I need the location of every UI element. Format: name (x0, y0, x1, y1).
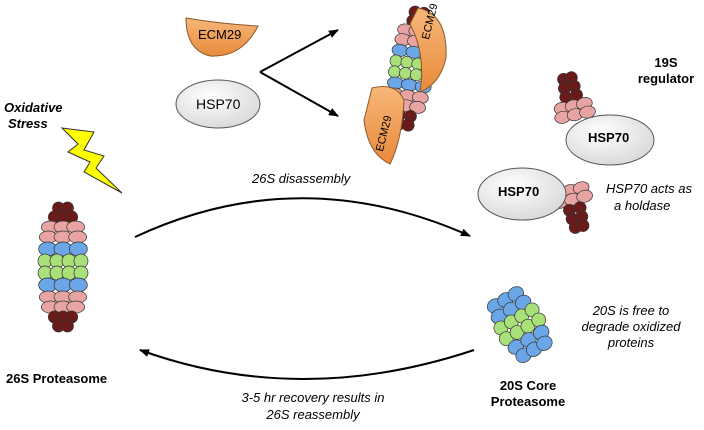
proteasome-26s-label: 26S Proteasome (6, 371, 108, 386)
free-label-line2: degrade oxidized (581, 319, 681, 334)
pink-ring-subunit (68, 230, 88, 244)
disassembly-arrow (134, 197, 471, 238)
blue-ring-subunit (68, 277, 88, 293)
holdase-label-line1: HSP70 acts as (606, 181, 692, 196)
hsp70-regulator-lower-label: HSP70 (498, 184, 540, 199)
regulator-label-line2: regulator (637, 71, 695, 86)
hsp70-regulator-upper-label: HSP70 (588, 130, 630, 145)
hsp70-regulator-lower-shape (477, 167, 567, 221)
dark-cap-subunit (576, 219, 590, 232)
oxidative-label-line2: Stress (8, 116, 48, 131)
disassembly-label: 26S disassembly (252, 171, 351, 186)
oxidative-label-line1: Oxidative (4, 100, 63, 115)
recovery-label-line2: 26S reassembly (266, 407, 360, 422)
reassembly-arrow (139, 349, 475, 380)
pink-ring-subunit (409, 100, 426, 114)
ecm29-free-shape (185, 17, 259, 57)
blue-ring-subunit (68, 241, 88, 257)
proteasome-26s-complex (37, 201, 89, 333)
ecm29-top-label: ECM29 (198, 27, 242, 42)
hsp70-free-shape (175, 79, 261, 129)
dark-cap-subunit (401, 118, 415, 132)
core-label-line1: 20S Core (499, 378, 557, 393)
pink-ring-subunit (576, 189, 593, 203)
holdase-label-line2: a holdase (614, 198, 671, 213)
core-label-line2: Proteasome (490, 394, 566, 409)
regulator-19s-upper (553, 71, 596, 124)
regulator-label-line1: 19S (654, 55, 678, 70)
dark-cap-subunit (61, 319, 74, 333)
hsp70-regulator-upper-shape (565, 114, 655, 166)
blue-ring-subunit (536, 335, 553, 351)
proteasome-20s-core (486, 286, 553, 363)
free-label-line3: proteins (607, 335, 655, 350)
hsp70-top-label: HSP70 (196, 96, 241, 112)
split-arrows (259, 29, 339, 117)
ecm29-bound-shapes (363, 7, 447, 165)
lightning-bolt-icon (60, 127, 123, 194)
free-label-line1: 20S is free to (592, 303, 670, 318)
recovery-label-line1: 3-5 hr recovery results in (241, 390, 385, 405)
